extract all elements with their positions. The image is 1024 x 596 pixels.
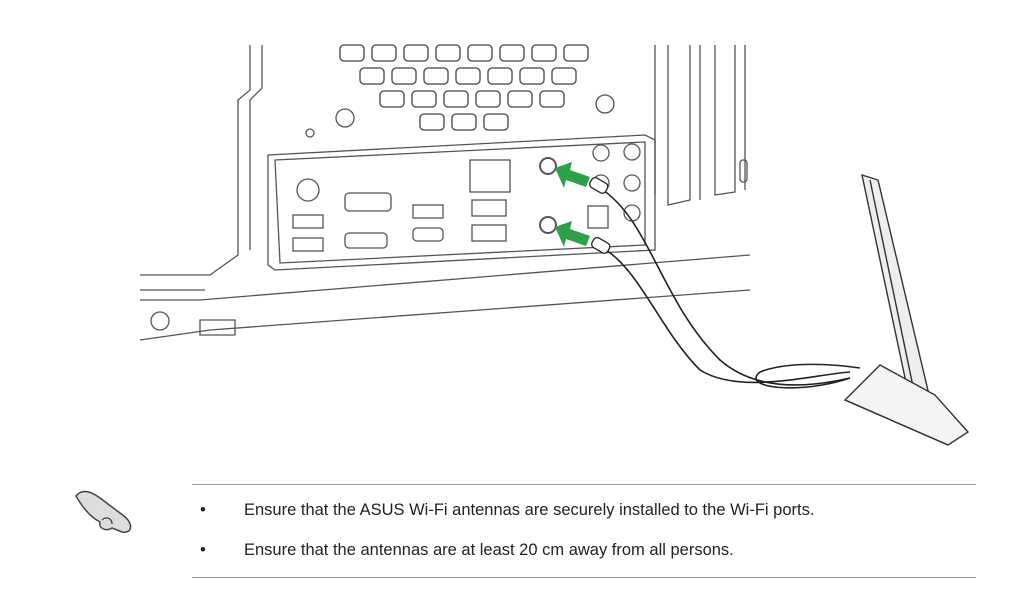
bullet: • [200, 541, 206, 559]
fan-grille [339, 44, 589, 131]
note-text: Ensure that the antennas are at least 20… [244, 541, 734, 559]
note-bottom-rule [192, 577, 976, 578]
note-hand-icon [75, 490, 132, 533]
wifi-port-2 [539, 216, 557, 234]
case-frame [140, 45, 251, 276]
ps2-port [296, 178, 320, 202]
antenna-installation-illustration [139, 44, 970, 446]
wifi-port-1 [539, 157, 557, 175]
note-text: Ensure that the ASUS Wi-Fi antennas are … [244, 501, 815, 519]
io-shield [267, 134, 656, 271]
note-item: • Ensure that the antennas are at least 2… [200, 541, 734, 560]
bullet: • [200, 501, 206, 519]
usb-c-port [412, 227, 444, 242]
optical-port [587, 205, 609, 229]
displayport [344, 192, 392, 212]
hdmi-port [344, 232, 388, 249]
usb-port [292, 214, 324, 229]
note-item: • Ensure that the ASUS Wi-Fi antennas are… [200, 501, 814, 520]
note-top-rule [192, 484, 976, 485]
wifi-antenna [843, 173, 970, 446]
antenna-cable [599, 187, 861, 389]
green-arrow [555, 162, 590, 247]
ethernet-port [469, 159, 511, 193]
